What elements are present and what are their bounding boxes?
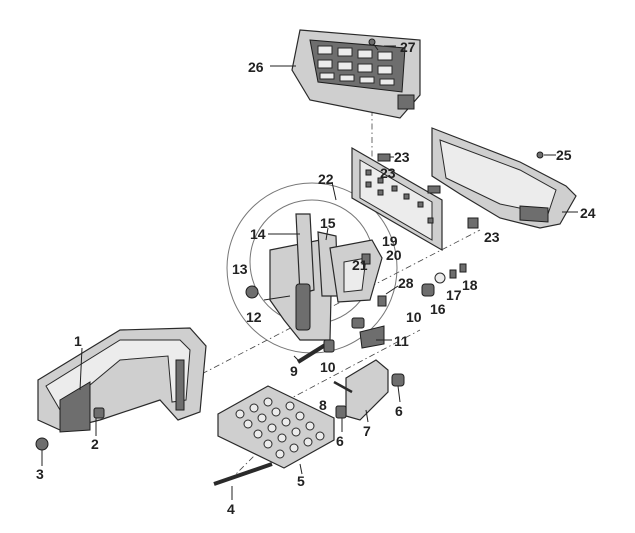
callout-8: 8	[319, 397, 327, 413]
callout-17: 17	[446, 287, 462, 303]
callout-5: 5	[297, 473, 305, 489]
callout-9: 9	[290, 363, 298, 379]
mounting-plate-part	[351, 146, 443, 252]
step-plate-part	[217, 385, 335, 469]
upper-footrest-part	[291, 29, 421, 119]
callout-23b: 23	[380, 165, 396, 181]
bolt-part	[93, 407, 105, 419]
long-bolt-part	[296, 317, 365, 364]
callout-7: 7	[363, 423, 371, 439]
callout-14: 14	[250, 226, 266, 242]
callout-18: 18	[462, 277, 478, 293]
callout-12: 12	[246, 309, 262, 325]
callout-28: 28	[398, 275, 414, 291]
screw-part	[536, 151, 544, 159]
callout-10b: 10	[406, 309, 422, 325]
callout-26: 26	[248, 59, 264, 75]
callout-27: 27	[400, 39, 416, 55]
leader-lines	[41, 45, 578, 500]
clip-part	[359, 325, 385, 349]
callout-22: 22	[318, 171, 334, 187]
step-bracket-part	[333, 359, 405, 421]
pin-part	[213, 462, 273, 486]
screw-part	[368, 38, 379, 51]
callout-13: 13	[232, 261, 248, 277]
callout-24: 24	[580, 205, 596, 221]
callout-25: 25	[556, 147, 572, 163]
callout-6b: 6	[395, 403, 403, 419]
callout-3: 3	[36, 466, 44, 482]
callout-21: 21	[352, 257, 368, 273]
callout-23a: 23	[394, 149, 410, 165]
callout-labels: 1 2 3 4 5 6 6 7 8 9 10 10 11 12 13 14 15…	[36, 39, 596, 517]
callout-23c: 23	[484, 229, 500, 245]
fastener-parts	[377, 263, 467, 307]
callout-11: 11	[394, 333, 409, 349]
callout-2: 2	[91, 436, 99, 452]
callout-20: 20	[386, 247, 402, 263]
callout-19: 19	[382, 233, 398, 249]
centerline	[189, 229, 481, 381]
callout-6: 6	[336, 433, 344, 449]
callout-16: 16	[430, 301, 446, 317]
callout-10: 10	[320, 359, 336, 375]
centerline	[229, 404, 306, 481]
callout-1: 1	[74, 333, 82, 349]
side-panel-part	[431, 127, 577, 229]
callout-15: 15	[320, 215, 336, 231]
callout-4: 4	[227, 501, 235, 517]
bracket-assembly-part	[245, 213, 383, 341]
main-frame-part	[37, 327, 207, 433]
nut-part	[35, 437, 49, 451]
